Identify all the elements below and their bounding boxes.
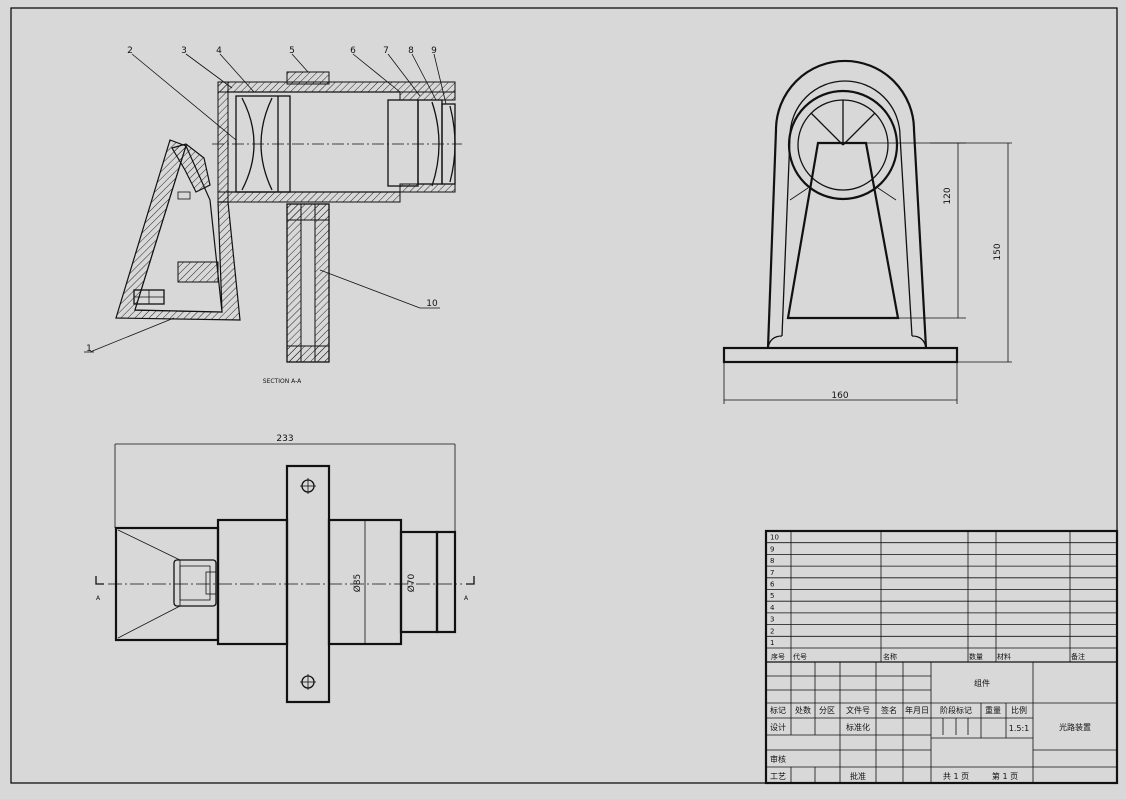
- sig-sign: 签名: [881, 705, 897, 715]
- balloon-10: 10: [426, 299, 438, 309]
- process-label: 工艺: [770, 772, 786, 781]
- sig-zone: 分区: [819, 706, 835, 715]
- balloon-2: 2: [127, 46, 133, 56]
- balloon-6: 6: [350, 46, 356, 56]
- bom-row-number: 2: [770, 627, 774, 635]
- balloon-5: 5: [289, 46, 295, 56]
- bom-header-remark: 备注: [1071, 652, 1085, 661]
- balloon-8: 8: [408, 46, 414, 56]
- dim-120: 120: [943, 187, 953, 204]
- sig-mark: 标记: [770, 705, 786, 715]
- bom-row-number: 1: [770, 639, 774, 647]
- bom-row-number: 7: [770, 569, 774, 577]
- design-label: 设计: [770, 722, 786, 732]
- bom-row-number: 3: [770, 616, 774, 624]
- side-view: 120 150 160: [722, 59, 1012, 404]
- scale-value: 1.5:1: [1009, 724, 1030, 733]
- dim-233: 233: [276, 434, 293, 444]
- stage-label: 阶段标记: [940, 705, 972, 715]
- balloon-4: 4: [216, 46, 222, 56]
- section-mark-right: A: [464, 595, 469, 602]
- approve-label: 批准: [850, 771, 866, 781]
- bom-header-material: 材料: [997, 652, 1011, 661]
- bom-header-code: 代号: [793, 652, 807, 661]
- top-view: 233 Ø85 Ø70 A A: [95, 434, 475, 704]
- balloon-9: 9: [431, 46, 437, 56]
- dim-160: 160: [831, 391, 848, 401]
- bom-row-number: 6: [770, 581, 775, 589]
- check-label: 审核: [770, 754, 786, 764]
- bom-row-number: 9: [770, 545, 774, 553]
- dim-150: 150: [993, 243, 1003, 260]
- bom-row-number: 4: [770, 604, 775, 612]
- bom-header-qty: 数量: [969, 652, 983, 661]
- bom-row-number: 8: [770, 557, 774, 565]
- bom-row-number: 5: [770, 592, 774, 600]
- scale-label: 比例: [1011, 705, 1027, 715]
- dia-85: Ø85: [352, 574, 363, 593]
- section-mark-left: A: [96, 595, 101, 602]
- dia-70: Ø70: [406, 573, 417, 592]
- bom-header-no: 序号: [771, 652, 785, 661]
- bom-header-name: 名称: [883, 652, 897, 661]
- drawing-name: 光路装置: [1059, 722, 1091, 732]
- balloon-3: 3: [181, 46, 187, 56]
- standard-label: 标准化: [846, 722, 870, 732]
- section-label: SECTION A-A: [263, 378, 302, 385]
- sig-doc: 文件号: [846, 705, 870, 715]
- weight-label: 重量: [985, 705, 1001, 715]
- title-block: 10 9 8 7 6 5 4 3 2 1 序号 代号 名称: [764, 529, 1119, 785]
- sig-date: 年月日: [905, 705, 929, 715]
- balloon-1: 1: [86, 344, 92, 354]
- sig-count: 处数: [795, 705, 811, 715]
- bom-row-number: 10: [770, 534, 779, 542]
- drawing-border: [10, 7, 1118, 784]
- sheet-total: 共 1 页: [943, 772, 969, 781]
- balloon-7: 7: [383, 46, 389, 56]
- sheet-no: 第 1 页: [992, 771, 1018, 781]
- section-view: 2 3 4 5 6 7 8 9 10 1 SECTION A-A: [84, 46, 462, 385]
- assembly-label: 组件: [974, 678, 990, 688]
